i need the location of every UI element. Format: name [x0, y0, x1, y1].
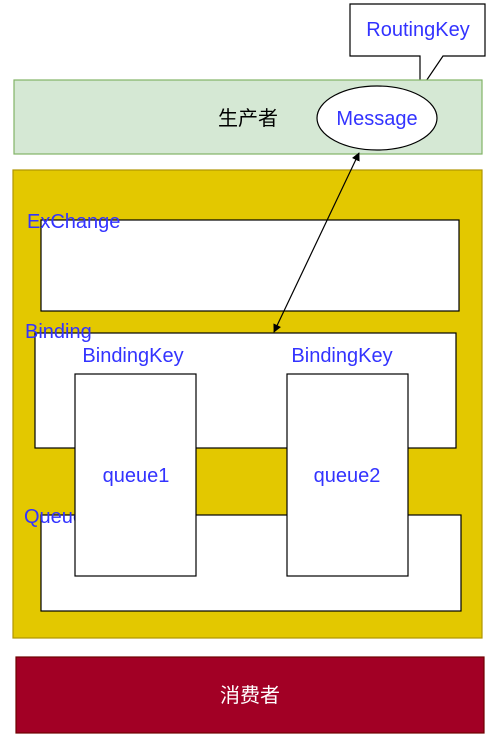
producer-label: 生产者	[218, 106, 278, 130]
binding-label: Binding	[25, 321, 92, 343]
queue2-label: queue2	[314, 465, 381, 487]
routing-key-callout: RoutingKey	[349, 3, 486, 92]
consumer-label: 消费者	[220, 683, 280, 707]
message-binding-arrow	[273, 152, 360, 333]
exchange-label: ExChange	[27, 211, 120, 233]
message-label: Message	[336, 108, 417, 130]
queue-label: Queue	[24, 506, 84, 528]
binding-key-right-label: BindingKey	[291, 345, 392, 367]
routing-key-label: RoutingKey	[366, 19, 469, 41]
binding-key-left-label: BindingKey	[82, 345, 183, 367]
consumer-box: 消费者	[15, 656, 485, 734]
queue2-box	[286, 373, 409, 577]
message-node: Message	[316, 85, 438, 151]
exchange-box	[40, 219, 460, 312]
queue1-box	[74, 373, 197, 577]
queue1-label: queue1	[103, 465, 170, 487]
